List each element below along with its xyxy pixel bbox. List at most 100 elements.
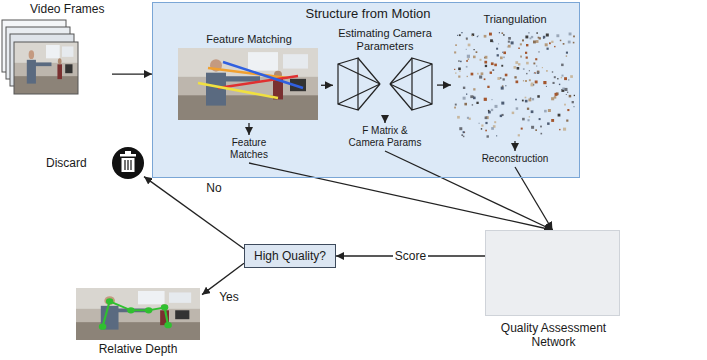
cloud-point: [473, 56, 476, 59]
node-label: Feature Matching: [177, 33, 321, 46]
cloud-point: [522, 118, 525, 121]
cloud-point: [563, 43, 565, 45]
cloud-point: [497, 77, 500, 80]
cloud-point: [468, 44, 471, 47]
relative-depth-image: [76, 288, 200, 340]
cloud-point: [495, 105, 498, 108]
cloud-point: [570, 75, 573, 78]
cloud-point: [487, 135, 489, 137]
cloud-point: [561, 64, 564, 67]
cloud-point: [548, 109, 551, 112]
point-cloud: [454, 32, 575, 138]
cloud-point: [559, 129, 560, 130]
cloud-point: [498, 43, 499, 44]
cloud-point: [528, 32, 530, 34]
output-image: Relative Depth: [74, 286, 202, 358]
cloud-point: [502, 32, 504, 34]
node-label: Reconstruction: [482, 153, 549, 165]
cloud-point: [531, 126, 534, 129]
cloud-point: [461, 134, 463, 136]
cloud-point: [479, 76, 482, 79]
cloud-point: [531, 110, 534, 113]
cloud-point: [518, 63, 520, 65]
connector-arrow: [384, 115, 385, 123]
process-step: Estimating Camera Parameters: [333, 27, 437, 115]
cloud-point: [467, 76, 468, 77]
cloud-point: [574, 95, 575, 96]
cloud-point: [485, 65, 487, 67]
cloud-point: [525, 100, 528, 103]
cloud-point: [501, 65, 503, 67]
cloud-point: [503, 78, 505, 80]
cloud-point: [455, 44, 457, 46]
cloud-point: [551, 119, 554, 122]
cloud-point: [463, 97, 466, 100]
cloud-point: [536, 40, 539, 43]
cloud-point: [484, 61, 487, 64]
cloud-point: [547, 48, 549, 50]
cloud-point: [523, 80, 524, 81]
cloud-point: [529, 70, 530, 71]
cloud-point: [563, 128, 566, 131]
cloud-point: [522, 100, 524, 102]
cloud-point: [458, 60, 459, 61]
cloud-point: [562, 88, 564, 90]
cloud-point: [536, 65, 537, 66]
edge-label-slot: Yes: [217, 290, 241, 304]
label-slot: Structure from Motion: [288, 6, 448, 22]
cloud-point: [473, 97, 476, 100]
cloud-point: [503, 34, 505, 36]
cloud-point: [540, 126, 542, 128]
cloud-point: [543, 38, 544, 39]
cloud-point: [514, 76, 516, 78]
feature-matching-image: [178, 48, 318, 120]
cloud-point: [494, 64, 497, 67]
cloud-point: [484, 78, 486, 80]
cloud-point: [537, 72, 539, 74]
cloud-point: [457, 116, 460, 119]
cloud-point: [479, 123, 480, 124]
label-slot: Quality Assessment Network: [486, 321, 621, 350]
node-label: High Quality?: [254, 249, 326, 263]
connector-arrow: [144, 177, 244, 249]
node-label: Feature Matches: [221, 137, 277, 161]
cloud-point: [534, 72, 536, 74]
cloud-point: [514, 66, 517, 69]
cloud-point: [508, 41, 510, 43]
cloud-point: [491, 127, 494, 130]
cloud-point: [553, 82, 555, 84]
cloud-point: [546, 70, 548, 72]
cloud-point: [543, 81, 546, 84]
cloud-point: [567, 109, 569, 111]
cloud-point: [573, 42, 575, 44]
cloud-point: [501, 87, 504, 90]
cloud-point: [487, 86, 489, 88]
cloud-point: [533, 41, 536, 44]
cloud-point: [464, 103, 467, 106]
cloud-point: [463, 136, 465, 138]
cloud-point: [515, 61, 518, 64]
cloud-point: [468, 58, 470, 60]
cloud-point: [526, 73, 527, 74]
cloud-point: [473, 88, 475, 90]
cloud-point: [554, 46, 555, 47]
process-step: Feature Matching: [177, 31, 321, 123]
cloud-point: [484, 57, 485, 58]
cloud-point: [472, 33, 475, 36]
cloud-point: [481, 72, 484, 75]
cloud-point: [500, 57, 503, 60]
cloud-point: [552, 71, 553, 72]
cloud-point: [466, 60, 468, 62]
cloud-point: [554, 76, 556, 78]
cloud-point: [525, 80, 527, 82]
connector-arrow: [437, 84, 451, 85]
video-frames: [2, 20, 78, 94]
cloud-point: [459, 34, 461, 36]
cloud-point: [516, 81, 519, 84]
cloud-point: [543, 36, 545, 38]
cloud-point: [508, 37, 511, 40]
input-frames: Video Frames: [2, 2, 112, 105]
cloud-point: [520, 55, 521, 56]
cloud-point: [485, 122, 487, 124]
node-label: Video Frames: [30, 2, 112, 16]
